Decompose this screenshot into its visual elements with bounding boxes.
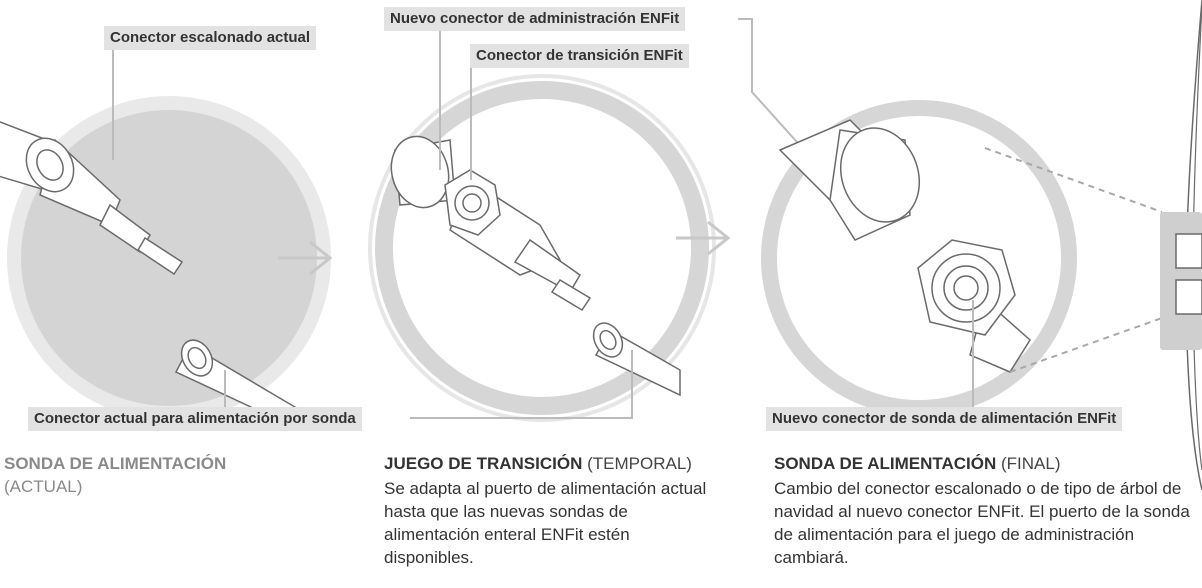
caption-final-qualifier: (FINAL) (1001, 454, 1061, 473)
panel-final (761, 100, 1163, 416)
caption-current: SONDA DE ALIMENTACIÓN (ACTUAL) (4, 452, 264, 498)
zoom-line-top (984, 147, 1163, 213)
caption-final-body: Cambio del conector escalonado o de tipo… (774, 479, 1190, 567)
panel-transition (368, 18, 841, 422)
tube-leader-combined (410, 350, 633, 419)
caption-final: SONDA DE ALIMENTACIÓN (FINAL) Cambio del… (774, 452, 1199, 569)
caption-transition-body: Se adapta al puerto de alimentación actu… (384, 479, 707, 567)
admin-leader-b (738, 18, 841, 191)
arrow-right-icon-2 (676, 220, 731, 256)
label-new-tube-connector: Nuevo conector de sonda de alimentación … (766, 407, 1123, 431)
zoom-line-bottom (1009, 317, 1163, 373)
final-tube-connector-drawing (917, 239, 1031, 373)
transition-ring (375, 81, 709, 415)
device-port-2 (1175, 279, 1202, 315)
transition-tube-drawing (592, 322, 681, 397)
caption-transition-title: JUEGO DE TRANSICIÓN (384, 454, 583, 473)
panel-current (0, 50, 331, 432)
arrow-right-icon (278, 240, 333, 276)
final-admin-connector-drawing (778, 119, 921, 241)
label-current-tube-connector: Conector actual para alimentación por so… (28, 407, 362, 431)
label-transition-connector: Conector de transición ENFit (470, 44, 689, 68)
caption-transition-qualifier: (TEMPORAL) (587, 454, 692, 473)
caption-final-title: SONDA DE ALIMENTACIÓN (774, 454, 997, 473)
caption-current-title: SONDA DE ALIMENTACIÓN (4, 454, 227, 473)
device-edge (1160, 0, 1202, 491)
device-port-1 (1175, 233, 1202, 269)
label-current-step-connector: Conector escalonado actual (104, 26, 317, 50)
transition-connector-drawing (444, 169, 592, 312)
caption-current-qualifier: (ACTUAL) (4, 477, 83, 496)
label-new-admin-connector: Nuevo conector de administración ENFit (384, 7, 686, 31)
stepped-connector-drawing (0, 121, 184, 276)
caption-transition: JUEGO DE TRANSICIÓN (TEMPORAL) Se adapta… (384, 452, 744, 569)
